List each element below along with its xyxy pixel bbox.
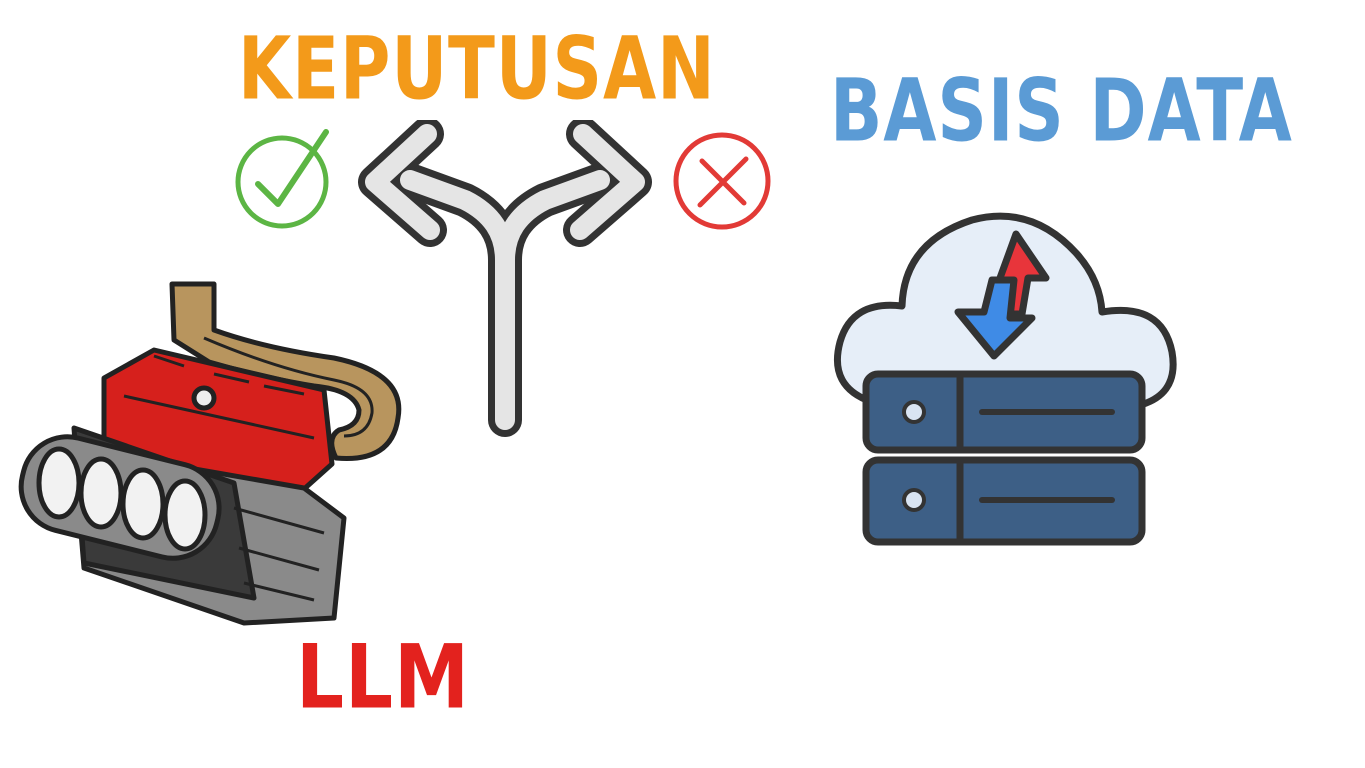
- cross-icon: [673, 132, 771, 230]
- check-icon: [235, 129, 329, 229]
- decision-title: KEPUTUSAN: [238, 18, 716, 119]
- cloud-database-icon: [833, 212, 1177, 546]
- engine-icon: [18, 281, 402, 626]
- fork-arrow-icon: [358, 120, 652, 437]
- database-title: BASIS DATA: [830, 60, 1293, 161]
- llm-title: LLM: [296, 626, 470, 730]
